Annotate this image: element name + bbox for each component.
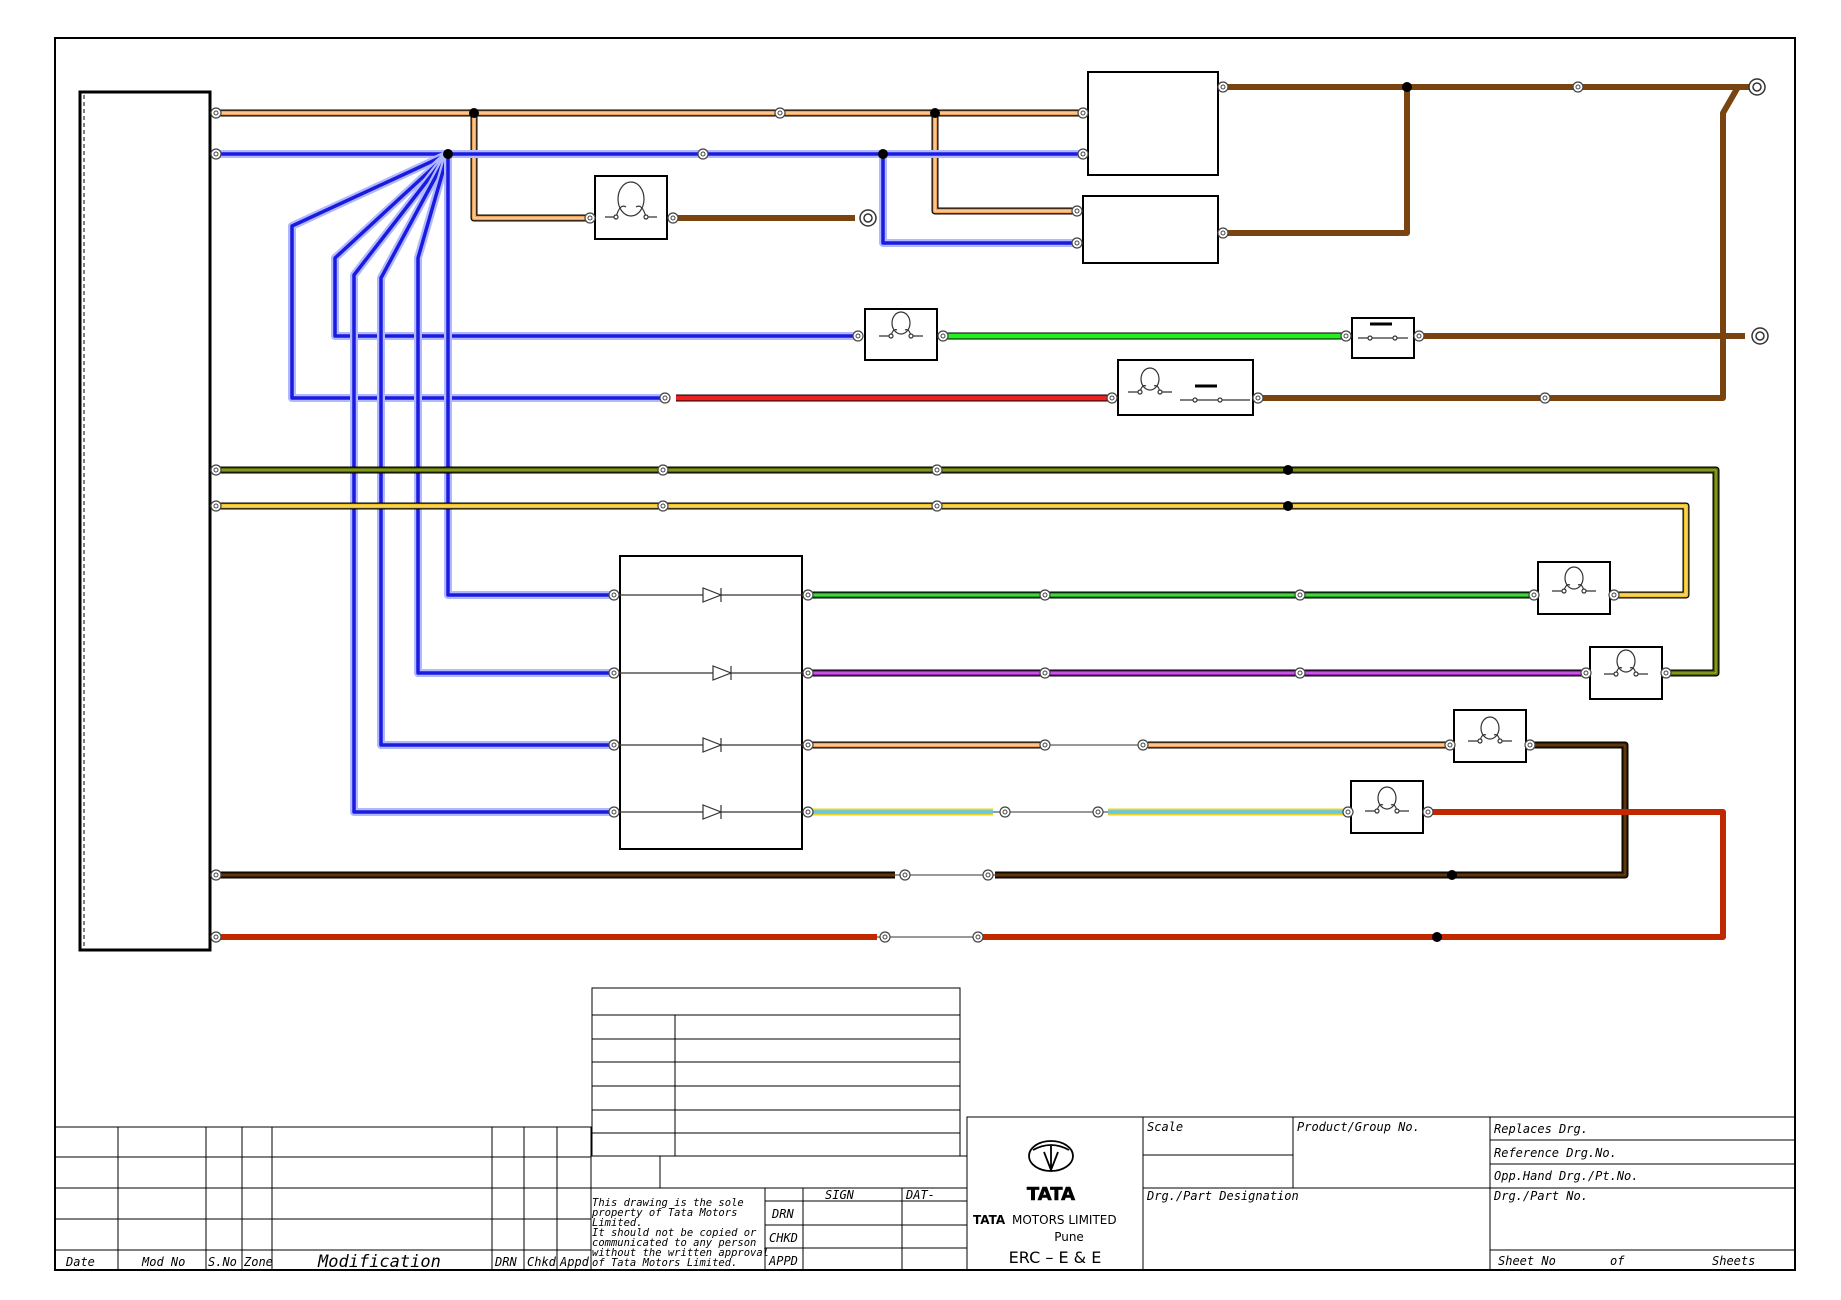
svg-text:of Tata Motors Limited.: of Tata Motors Limited.	[592, 1257, 737, 1269]
diode-symbols	[620, 587, 802, 820]
header-appd: Appd	[559, 1255, 590, 1269]
svg-text:property of Tata Motors: property of Tata Motors	[591, 1207, 737, 1219]
notes-table	[591, 987, 961, 1157]
switch-symbols	[1180, 322, 1408, 403]
header-s-no: S.No	[208, 1255, 237, 1269]
appd-label: APPD	[768, 1254, 798, 1268]
company-name: MOTORS LIMITED	[1012, 1213, 1117, 1227]
reference-label: Reference Drg.No.	[1494, 1146, 1617, 1160]
department: ERC – E & E	[1009, 1248, 1102, 1267]
svg-text:without the written approval: without the written approval	[592, 1247, 769, 1259]
replaces-label: Replaces Drg.	[1494, 1122, 1588, 1136]
ownership-notice: This drawing is the sole property of Tat…	[591, 1197, 769, 1269]
wire-blue-fan	[216, 150, 1080, 816]
junction-dots	[443, 82, 1457, 942]
header-drn: DRN	[494, 1255, 517, 1269]
lamp-unit-1	[594, 175, 668, 240]
svg-text:communicated to any person: communicated to any person	[592, 1237, 756, 1249]
revision-table	[54, 1126, 592, 1271]
header-modification: Modification	[317, 1252, 441, 1272]
wire-dark-brown	[216, 741, 1629, 879]
chkd-label: CHKD	[769, 1231, 798, 1245]
tata-logo-wordmark: TATA	[1027, 1184, 1075, 1205]
header-chkd: Chkd	[527, 1255, 557, 1269]
wire-red-brown	[216, 809, 1726, 940]
revision-headers: Date Mod No S.No Zone Modification DRN C…	[65, 1252, 590, 1272]
lamp-symbols	[605, 181, 1648, 814]
signature-grid	[590, 1155, 968, 1271]
title-block-grid	[966, 1116, 1796, 1271]
part-no-label: Drg./Part No.	[1493, 1189, 1588, 1203]
header-date: Date	[65, 1255, 95, 1269]
relay-top-right	[1087, 71, 1219, 176]
header-mod-no: Mod No	[141, 1255, 185, 1269]
main-control-module	[78, 90, 212, 952]
relay-lower-right	[1082, 195, 1219, 264]
wire-yellow	[216, 502, 1690, 599]
lamp-unit-3	[1537, 561, 1611, 615]
sign-label: SIGN	[825, 1188, 855, 1202]
diode-pack	[619, 555, 803, 850]
sheets-label: Sheets	[1712, 1254, 1755, 1268]
svg-text:This drawing is the sole: This drawing is the sole	[592, 1197, 744, 1209]
components	[594, 71, 1663, 850]
signature-labels: SIGN DAT- DRN CHKD APPD	[768, 1188, 935, 1268]
wire-olive	[216, 466, 1720, 677]
wire-brown-ground	[676, 84, 1752, 401]
wire-harness	[216, 84, 1752, 940]
header-zone: Zone	[243, 1255, 273, 1269]
lamp-switch-unit	[1117, 359, 1254, 416]
sheet-border	[54, 37, 1796, 1271]
svg-text:Limited.: Limited.	[592, 1217, 643, 1229]
opp-hand-label: Opp.Hand Drg./Pt.No.	[1494, 1169, 1639, 1183]
title-block-labels: Scale Product/Group No. Replaces Drg. Re…	[1146, 1120, 1755, 1268]
lamp-unit-4	[1589, 646, 1663, 700]
company-city: Pune	[1054, 1230, 1084, 1244]
tata-logo-icon	[1028, 1140, 1074, 1173]
scale-label: Scale	[1147, 1120, 1183, 1134]
drn-label: DRN	[771, 1207, 794, 1221]
product-group-label: Product/Group No.	[1297, 1120, 1420, 1134]
sheet-no-label: Sheet No	[1498, 1254, 1556, 1268]
lamp-unit-6	[1350, 780, 1424, 834]
lamp-unit-5	[1453, 709, 1527, 763]
of-label: of	[1610, 1254, 1625, 1268]
svg-text:It should not be copied or: It should not be copied or	[592, 1227, 757, 1239]
company-name-prefix: TATA	[973, 1213, 1006, 1227]
date-label: DAT-	[905, 1188, 935, 1202]
designation-label: Drg./Part Designation	[1146, 1189, 1299, 1203]
